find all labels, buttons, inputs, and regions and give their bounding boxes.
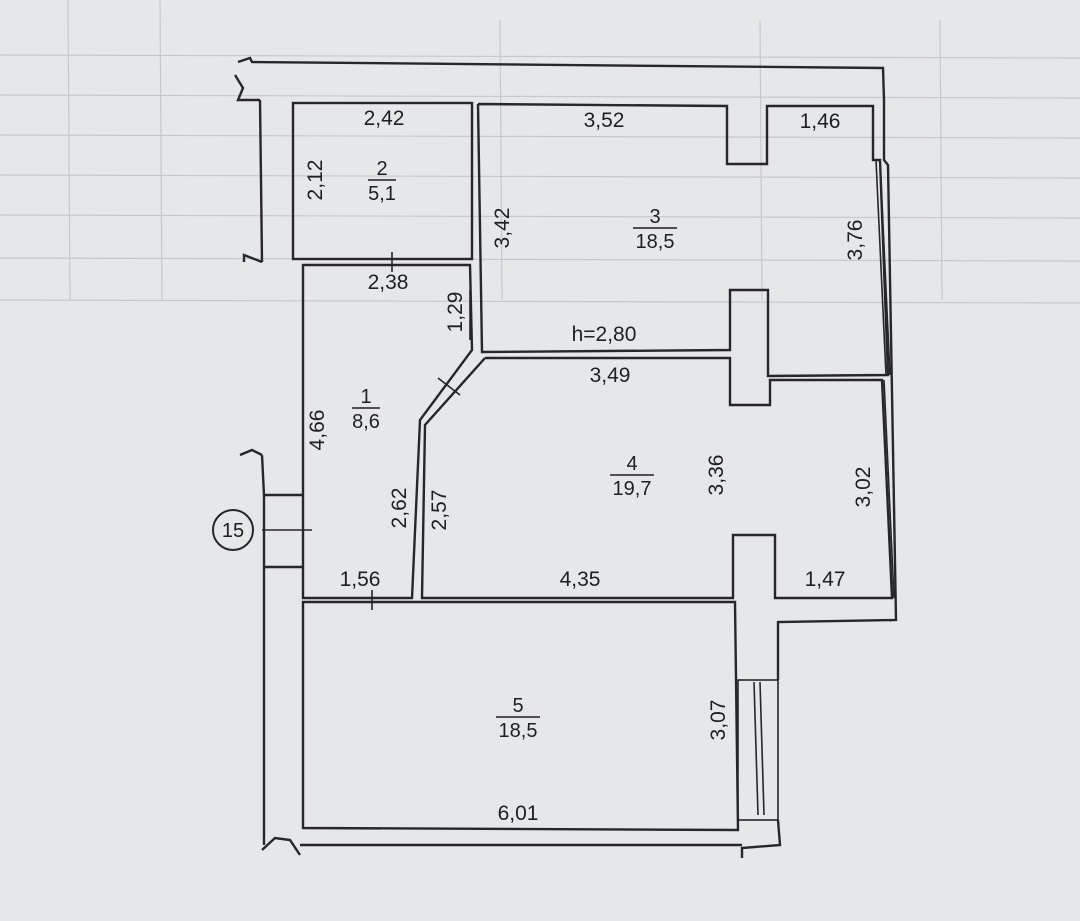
- dim-room2-top: 2,42: [364, 107, 405, 130]
- room-2: [291, 101, 474, 261]
- dim-room4-right: 3,02: [852, 467, 875, 508]
- dim-room3-left: 3,42: [491, 208, 514, 249]
- background-table: [0, 0, 1080, 304]
- dim-room4-bottom-right: 1,47: [805, 568, 846, 591]
- room-5: [301, 600, 740, 832]
- room-labels: 2 5,1 3 18,5 1 8,6 4 19,7 5 18,5: [352, 158, 677, 742]
- dim-room1-left: 4,66: [306, 410, 329, 451]
- dim-room1-top: 2,38: [368, 271, 409, 294]
- room-1-number: 1: [360, 386, 371, 408]
- ceiling-height: h=2,80: [572, 323, 637, 346]
- room-4-number: 4: [626, 453, 637, 475]
- room-1-area: 8,6: [352, 411, 380, 433]
- dim-room4-top: 3,49: [590, 364, 631, 387]
- dim-room2-left: 2,12: [304, 160, 327, 201]
- room-1: [301, 263, 474, 600]
- dim-room3-right: 3,76: [844, 220, 867, 261]
- dim-room1-bottom: 1,56: [340, 568, 381, 591]
- dim-room4-left: 2,57: [428, 490, 451, 531]
- dim-room4-mid: 3,36: [705, 455, 728, 496]
- dim-room1-diag-left: 2,62: [388, 488, 411, 529]
- room-3-number: 3: [649, 206, 660, 228]
- room-2-number: 2: [376, 158, 387, 180]
- room-3: [476, 102, 890, 378]
- window-room-4: [883, 379, 895, 599]
- window-room-3: [879, 159, 891, 376]
- dim-room1-door: 1,29: [444, 292, 467, 333]
- room-5-area: 18,5: [499, 720, 538, 742]
- room-4: [420, 356, 894, 600]
- window-room-5: [737, 679, 779, 821]
- room-4-area: 19,7: [613, 478, 652, 500]
- room-5-number: 5: [512, 695, 523, 717]
- dimensions: 2,42 3,52 1,46 2,38 3,49 1,56 4,35 1,47 …: [304, 107, 875, 825]
- axis-marker: 15: [212, 509, 254, 551]
- dim-room5-right: 3,07: [707, 700, 730, 741]
- room-3-area: 18,5: [636, 231, 675, 253]
- axis-label: 15: [222, 520, 244, 542]
- dim-room3-top: 3,52: [584, 109, 625, 132]
- outer-walls: [233, 56, 898, 858]
- dim-room3-right-top: 1,46: [800, 110, 841, 133]
- dim-room4-bottom: 4,35: [560, 568, 601, 591]
- dim-room5-bottom: 6,01: [498, 802, 539, 825]
- room-2-area: 5,1: [368, 183, 396, 205]
